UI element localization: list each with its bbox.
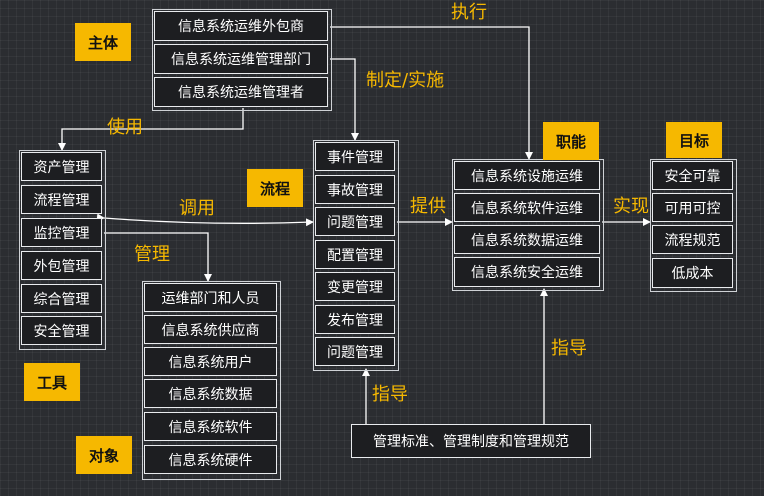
label-functions: 职能 [543,122,599,160]
arrow-use [58,108,244,151]
relation-execute: 执行 [451,2,487,23]
arrow-invoke [96,213,314,227]
label-subject: 主体 [75,23,131,61]
tool-item: 安全管理 [21,316,102,345]
tool-group [19,150,106,350]
arrow-manage [104,232,212,282]
function-item: 信息系统设施运维 [454,161,600,190]
goal-group [650,159,737,292]
label-objects: 对象 [76,436,132,474]
process-item: 问题管理 [315,337,395,366]
tool-item: 外包管理 [21,251,102,280]
arrow-formulate [330,58,359,141]
goal-item: 流程规范 [652,225,733,254]
tool-item: 监控管理 [21,218,102,247]
object-item: 运维部门和人员 [144,283,277,312]
relation-formulate: 制定/实施 [366,70,445,91]
object-item: 信息系统数据 [144,379,277,408]
object-item: 信息系统软件 [144,412,277,441]
process-item: 配置管理 [315,240,395,269]
process-item: 问题管理 [315,207,395,236]
process-group [313,140,399,371]
relation-guide-functions: 指导 [551,338,587,359]
tool-item: 资产管理 [21,152,102,181]
relation-guide-process: 指导 [372,384,408,405]
relation-use: 使用 [107,117,143,138]
arrow-execute [330,26,533,160]
relation-provide: 提供 [410,196,446,217]
function-group [452,159,604,291]
process-item: 事故管理 [315,175,395,204]
tool-item: 流程管理 [21,185,102,214]
function-item: 信息系统数据运维 [454,225,600,254]
object-group [142,281,281,480]
process-item: 变更管理 [315,272,395,301]
object-item: 信息系统用户 [144,347,277,376]
goal-item: 安全可靠 [652,161,733,190]
relation-realize: 实现 [613,196,649,217]
object-item: 信息系统供应商 [144,315,277,344]
label-goals: 目标 [666,122,722,158]
subject-item: 信息系统运维外包商 [154,11,328,41]
subject-group [152,9,332,111]
object-item: 信息系统硬件 [144,445,277,474]
standards-box: 管理标准、管理制度和管理规范 [351,424,591,458]
relation-invoke: 调用 [179,198,215,219]
function-item: 信息系统软件运维 [454,193,600,222]
subject-item: 信息系统运维管理部门 [154,44,328,74]
subject-item: 信息系统运维管理者 [154,77,328,107]
relation-manage: 管理 [134,244,170,265]
label-tools: 工具 [24,363,80,401]
goal-item: 可用可控 [652,193,733,222]
goal-item: 低成本 [652,258,733,288]
process-item: 发布管理 [315,305,395,334]
process-item: 事件管理 [315,142,395,171]
function-item: 信息系统安全运维 [454,257,600,287]
tool-item: 综合管理 [21,284,102,313]
label-process: 流程 [247,169,303,207]
